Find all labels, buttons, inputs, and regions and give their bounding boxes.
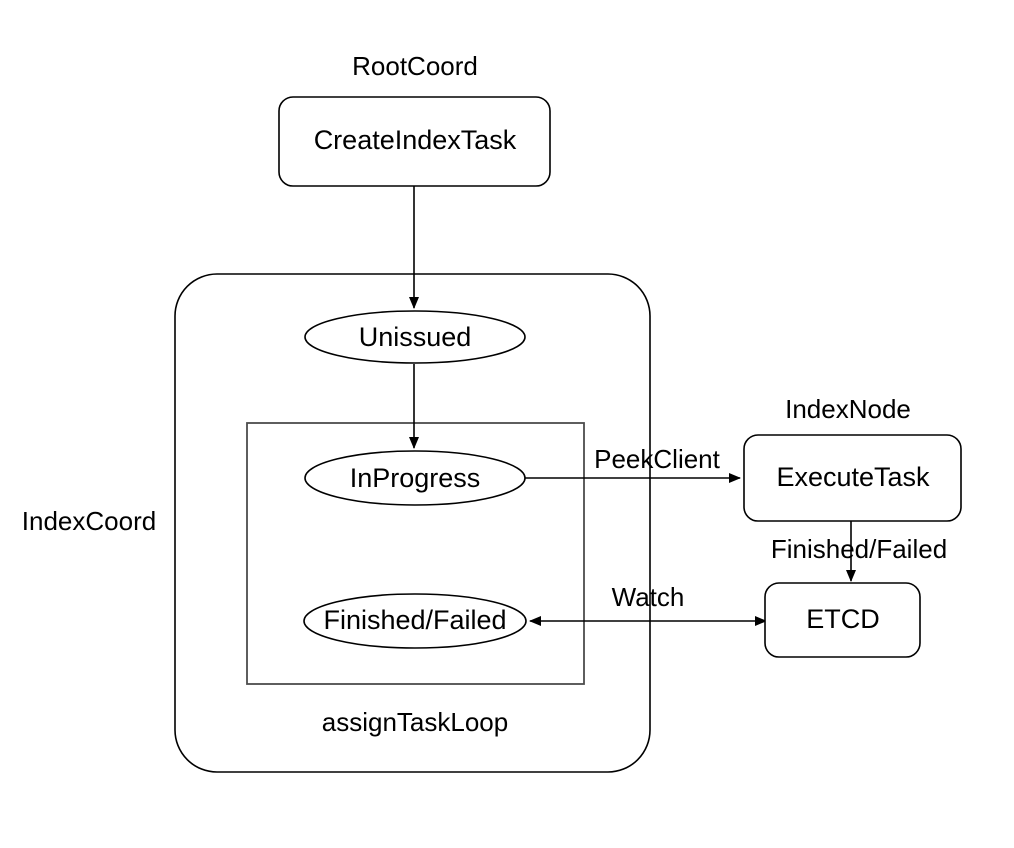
node-finished-failed-label: Finished/Failed — [323, 605, 506, 635]
edge-label-watch: Watch — [612, 582, 685, 612]
node-in-progress[interactable] — [304, 450, 526, 506]
node-unissued-label: Unissued — [359, 322, 472, 352]
group-label-index-coord: IndexCoord — [22, 506, 156, 536]
node-unissued[interactable] — [304, 310, 526, 364]
node-etcd[interactable] — [764, 582, 921, 658]
node-execute-task[interactable] — [743, 434, 962, 522]
group-label-index-node: IndexNode — [785, 394, 911, 424]
group-label-root-coord: RootCoord — [352, 51, 478, 81]
assign-task-loop-container — [246, 422, 585, 685]
node-finished-failed[interactable] — [303, 593, 527, 649]
node-in-progress-label: InProgress — [350, 463, 481, 493]
node-etcd-label: ETCD — [806, 604, 880, 634]
node-execute-task-label: ExecuteTask — [776, 462, 930, 492]
node-create-index-task[interactable] — [278, 96, 551, 187]
edge-label-peek-client: PeekClient — [594, 444, 721, 474]
group-label-assign-task-loop: assignTaskLoop — [322, 707, 508, 737]
index-coord-container — [174, 273, 651, 773]
edge-label-finished-failed: Finished/Failed — [771, 534, 947, 564]
node-create-index-task-label: CreateIndexTask — [314, 125, 517, 155]
